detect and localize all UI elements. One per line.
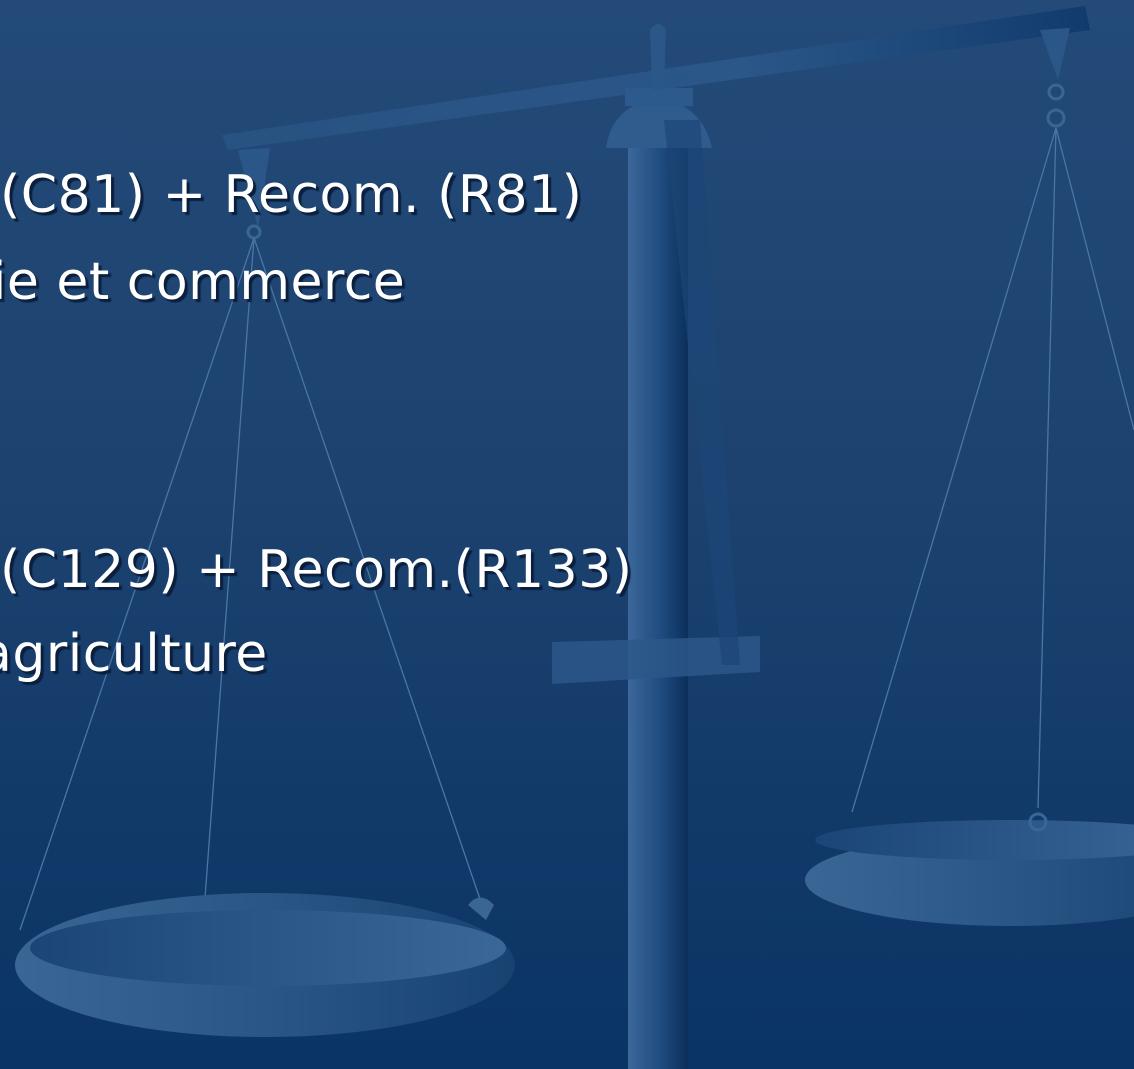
slide-text-line-4: agriculture bbox=[0, 624, 268, 684]
scale-pointer bbox=[552, 636, 760, 684]
scale-post bbox=[628, 115, 688, 1069]
slide-text-line-1: (C81) + Recom. (R81) bbox=[0, 165, 583, 225]
slide-text-line-3: (C129) + Recom.(R133) bbox=[0, 540, 633, 600]
slide-text-line-2: rie et commerce bbox=[0, 252, 406, 312]
